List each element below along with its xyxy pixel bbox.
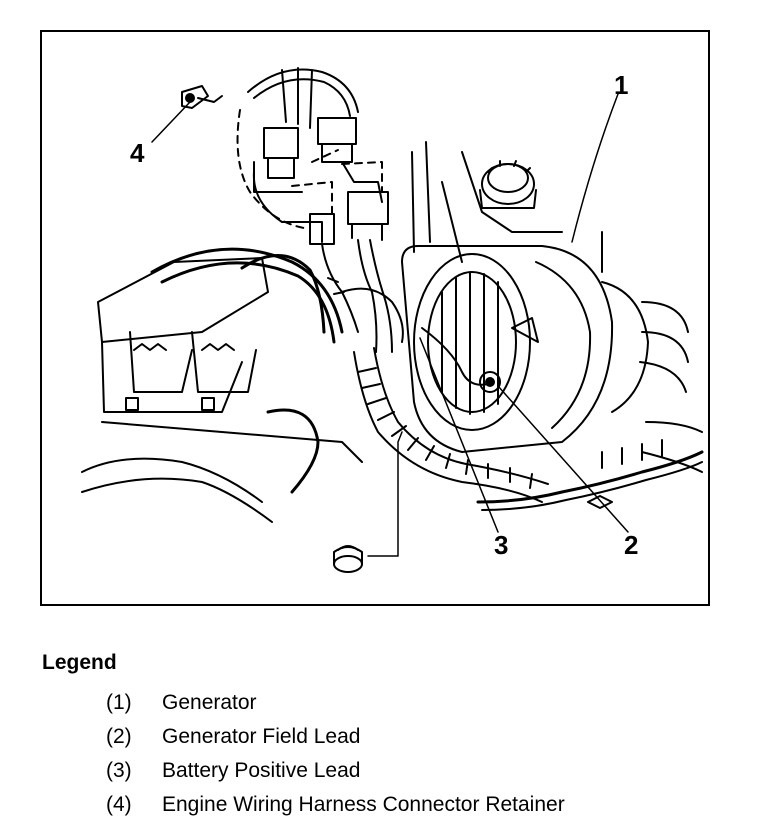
legend-item-battery-lead: (3) Battery Positive Lead <box>42 754 742 788</box>
legend-item-label: Generator Field Lead <box>162 725 361 748</box>
harness-clip <box>333 545 363 573</box>
harness-loom <box>327 277 549 503</box>
engine-bracket <box>411 141 603 273</box>
spark-plug-wires <box>150 247 344 494</box>
leader-lines <box>151 93 629 557</box>
legend-title: Legend <box>42 651 117 674</box>
callout-4: 4 <box>130 138 145 168</box>
legend-list: (1) Generator (2) Generator Field Lead (… <box>42 686 742 822</box>
legend-item-number: (2) <box>106 725 132 748</box>
legend-item-generator: (1) Generator <box>42 686 742 720</box>
legend-item-number: (4) <box>106 793 132 816</box>
legend-item-label: Generator <box>162 691 257 714</box>
generator <box>401 245 703 473</box>
connector-retainer <box>181 85 223 109</box>
callout-1: 1 <box>614 70 628 100</box>
legend: Legend (1) Generator (2) Generator Field… <box>42 650 742 822</box>
battery-positive-lead <box>421 327 704 511</box>
callout-3: 3 <box>494 530 508 560</box>
routing-dashes <box>236 109 383 229</box>
reservoir-cap <box>479 160 537 209</box>
ignition-coil-pack <box>81 257 363 523</box>
callout-2: 2 <box>624 530 638 560</box>
legend-item-number: (1) <box>106 691 132 714</box>
legend-item-label: Engine Wiring Harness Connector Retainer <box>162 793 565 816</box>
engine-generator-illustration: 1 2 3 4 <box>81 67 704 573</box>
legend-item-number: (3) <box>106 759 132 782</box>
legend-item-connector-retainer: (4) Engine Wiring Harness Connector Reta… <box>42 788 742 822</box>
wiring-harness <box>247 67 393 353</box>
legend-item-label: Battery Positive Lead <box>162 759 361 782</box>
legend-item-field-lead: (2) Generator Field Lead <box>42 720 742 754</box>
diagram-frame: 1 2 3 4 <box>40 30 710 606</box>
